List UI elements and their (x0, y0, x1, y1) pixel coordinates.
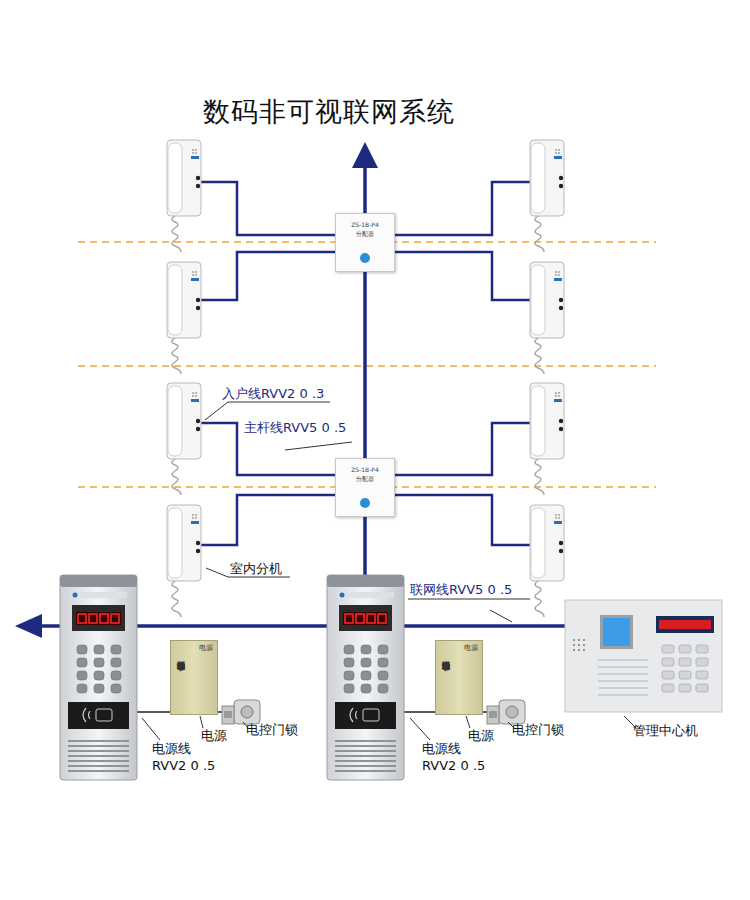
callout-label: 联网线RVV5 0 .5 (410, 582, 512, 597)
callout-label: 室内分机 (230, 561, 282, 576)
power-supply-box: 电源楼宇对讲专用电源 (435, 640, 483, 715)
callout-label: 管理中心机 (633, 723, 698, 738)
node-heading: 电源 (199, 644, 213, 652)
callout-label: 电控门锁 (512, 722, 564, 737)
callout-label: 主杆线RVV5 0 .5 (244, 420, 346, 435)
arrow-head (15, 614, 42, 638)
indoor-wire (200, 182, 530, 545)
arrow-head (352, 142, 378, 168)
callout-label: RVV2 0 .5 (422, 758, 485, 773)
diagram-title: 数码非可视联网系统 (203, 96, 455, 128)
node-heading: 电源 (464, 644, 478, 652)
brand-logo (360, 253, 370, 263)
leader-line (142, 402, 636, 740)
trunk-connector (363, 272, 367, 458)
power-supply-box: 电源楼宇对讲专用电源 (170, 640, 218, 715)
distributor-box: ZS-1B-P4 分配器 (335, 213, 395, 272)
node-text: 分配器 (336, 475, 394, 482)
node-text: 分配器 (336, 230, 394, 237)
callout-label: 电控门锁 (246, 722, 298, 737)
callout-label: RVV2 0 .5 (152, 758, 215, 773)
callout-label: 电源线 (152, 741, 191, 756)
trunk-wire (40, 166, 566, 626)
callout-label: 入户线RVV2 0 .3 (222, 386, 324, 401)
floor-divider (78, 242, 656, 487)
node-heading: ZS-1B-P4 (336, 221, 394, 228)
management-center (565, 600, 722, 712)
callout-label: 电源 (201, 728, 227, 743)
door-station (60, 575, 404, 780)
brand-logo (360, 498, 370, 508)
node-heading: ZS-1B-P4 (336, 466, 394, 473)
callout-label: 电源 (468, 728, 494, 743)
indoor-handset (167, 140, 564, 617)
callout-label: 电源线 (422, 741, 461, 756)
distributor-box: ZS-1B-P4 分配器 (335, 458, 395, 517)
